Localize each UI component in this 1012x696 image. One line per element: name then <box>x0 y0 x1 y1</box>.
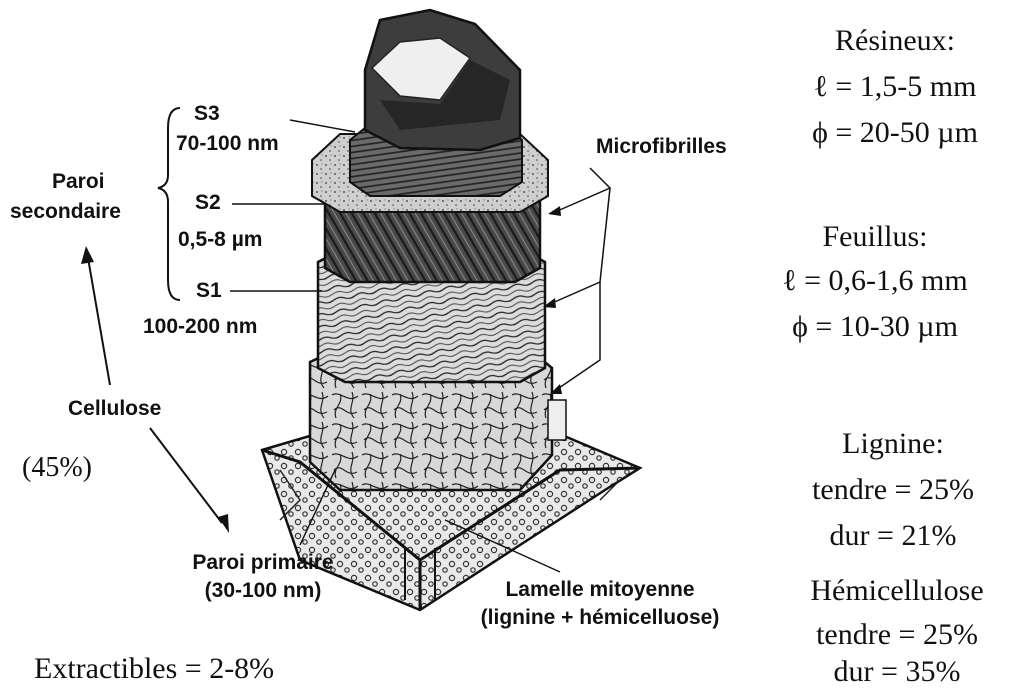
hemicellulose-title: Hémicellulose <box>792 574 1002 608</box>
hemicellulose-tendre: tendre = 25% <box>792 618 1002 652</box>
lignine-dur: dur = 21% <box>788 519 998 553</box>
cellulose-percent: (45%) <box>22 452 92 484</box>
paroi-primaire-size: (30-100 nm) <box>178 579 348 603</box>
lamelle-label: Lamelle mitoyenne <box>440 578 760 602</box>
lamelle-composition: (lignine + hémicelluose) <box>440 606 760 630</box>
microfibrilles-label: Microfibrilles <box>596 135 727 159</box>
hemicellulose-dur: dur = 35% <box>792 655 1002 689</box>
feuillus-title: Feuillus: <box>770 220 980 254</box>
s2-label: S2 <box>195 191 221 215</box>
feuillus-length: ℓ = 0,6-1,6 mm <box>770 264 980 298</box>
lignine-title: Lignine: <box>788 427 998 461</box>
paroi-label: Paroi <box>52 170 105 194</box>
resineux-title: Résineux: <box>790 24 1000 58</box>
s1-label: S1 <box>196 279 222 303</box>
cellulose-label: Cellulose <box>68 397 161 421</box>
resineux-length: ℓ = 1,5-5 mm <box>790 70 1000 104</box>
resineux-diameter: ϕ = 20-50 µm <box>790 116 1000 150</box>
paroi-primaire-label: Paroi primaire <box>178 551 348 575</box>
lignine-tendre: tendre = 25% <box>788 473 998 507</box>
secondaire-label: secondaire <box>10 200 121 224</box>
s3-size-label: 70-100 nm <box>176 132 279 156</box>
s3-label: S3 <box>194 102 220 126</box>
feuillus-diameter: ϕ = 10-30 µm <box>770 310 980 344</box>
s2-size-label: 0,5-8 µm <box>178 228 262 252</box>
s1-size-label: 100-200 nm <box>143 315 257 339</box>
extractibles-label: Extractibles = 2-8% <box>34 652 274 686</box>
